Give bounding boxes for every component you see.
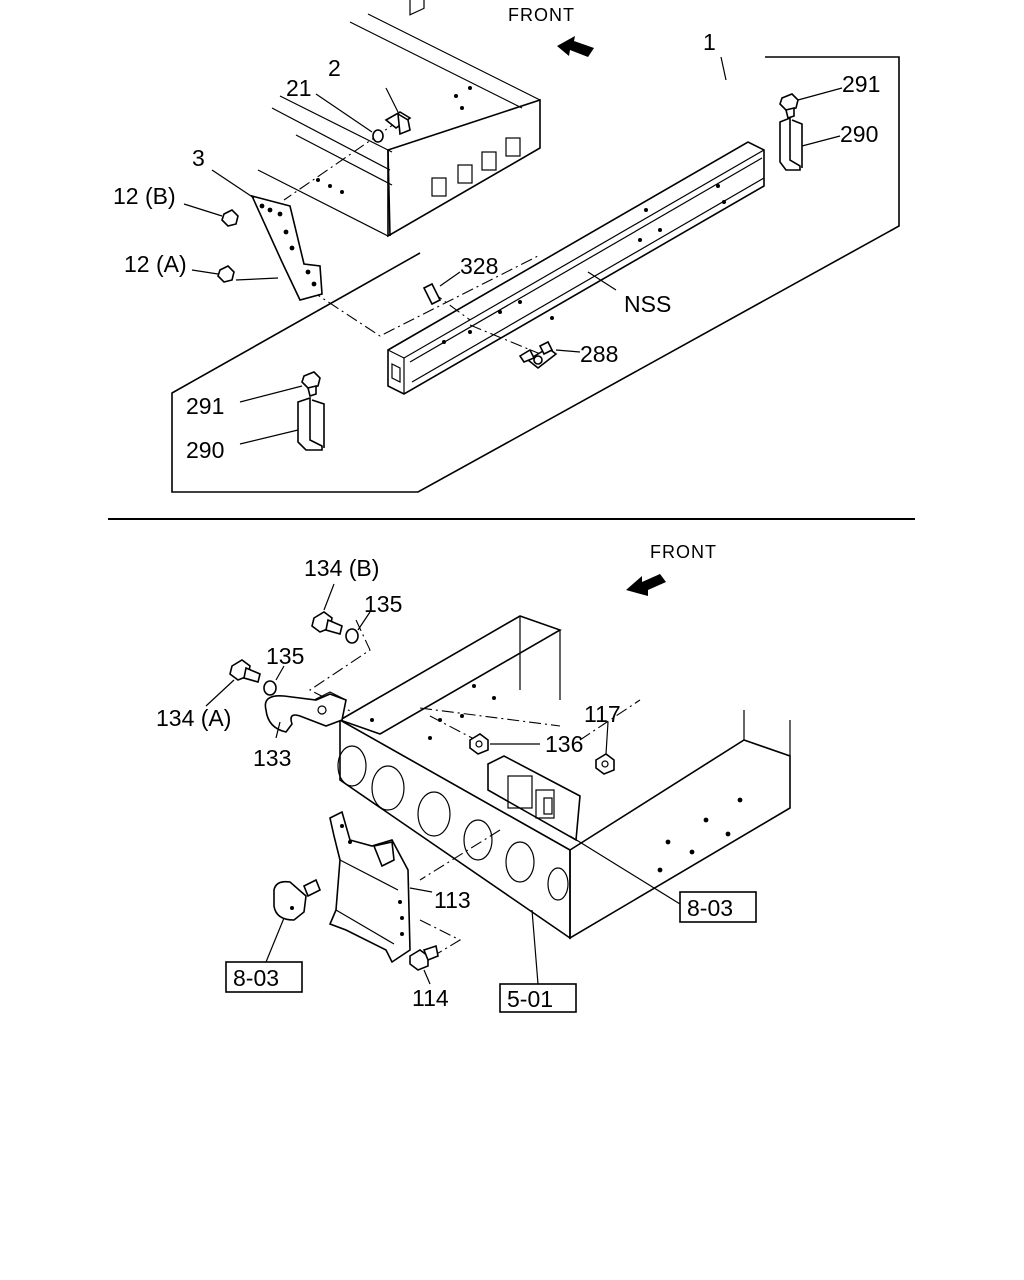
channel-member-nss bbox=[387, 141, 765, 395]
bolt-114 bbox=[409, 944, 439, 971]
bolt-288 bbox=[518, 340, 558, 370]
frame-rail-top bbox=[257, 0, 541, 238]
callout-136: 136 bbox=[545, 731, 583, 757]
callout-12a: 12 (A) bbox=[124, 251, 187, 277]
callout-290-left: 290 bbox=[186, 437, 224, 463]
callout-3: 3 bbox=[192, 145, 205, 171]
top-diagram: FRONT 1 bbox=[113, 0, 900, 493]
callout-133: 133 bbox=[253, 745, 291, 771]
callout-12b: 12 (B) bbox=[113, 183, 176, 209]
callout-290-right: 290 bbox=[840, 121, 878, 147]
callout-nss: NSS bbox=[624, 291, 671, 317]
callout-288: 288 bbox=[580, 341, 618, 367]
bottom-diagram: FRONT bbox=[156, 542, 791, 1013]
bolt-134a bbox=[229, 659, 261, 683]
nut-12b bbox=[221, 209, 239, 227]
callout-291-right: 291 bbox=[842, 71, 880, 97]
bolt-291-right bbox=[779, 93, 799, 120]
front-label-bottom: FRONT bbox=[650, 542, 717, 562]
ref-box-right bbox=[679, 891, 757, 923]
rail-bottom bbox=[569, 710, 791, 940]
pin-328 bbox=[422, 282, 442, 306]
callout-328: 328 bbox=[460, 253, 498, 279]
callout-134b: 134 (B) bbox=[304, 555, 379, 581]
assembly-outline bbox=[171, 56, 900, 493]
leader-1 bbox=[720, 56, 727, 81]
nut-12a bbox=[217, 265, 235, 283]
callout-114: 114 bbox=[412, 985, 449, 1011]
bracket-3 bbox=[250, 194, 323, 301]
ref-8-03-right: 8-03 bbox=[687, 895, 733, 921]
callout-135-a: 135 bbox=[266, 643, 304, 669]
nut-136 bbox=[469, 733, 489, 755]
bracket-113 bbox=[328, 810, 411, 964]
callout-1: 1 bbox=[703, 29, 716, 55]
front-arrow-icon bbox=[557, 36, 594, 57]
washer-21 bbox=[372, 129, 384, 143]
callout-113: 113 bbox=[434, 887, 471, 913]
front-label-top: FRONT bbox=[508, 5, 575, 25]
ref-5-01: 5-01 bbox=[507, 986, 553, 1012]
marker-lamp bbox=[273, 878, 322, 921]
callout-134a: 134 (A) bbox=[156, 705, 231, 731]
nut-117 bbox=[595, 753, 615, 775]
ref-box-left bbox=[225, 961, 303, 993]
bolt-134b bbox=[311, 611, 343, 635]
washer-135-b bbox=[345, 628, 359, 644]
front-arrow-icon bbox=[626, 574, 666, 596]
tow-hook-133 bbox=[264, 691, 347, 733]
callout-21: 21 bbox=[286, 75, 312, 101]
callout-2: 2 bbox=[328, 55, 341, 81]
lamp-assembly bbox=[487, 755, 581, 842]
callout-291-left: 291 bbox=[186, 393, 224, 419]
bolt-291-left bbox=[301, 371, 321, 398]
ref-box-frame bbox=[499, 983, 577, 1013]
callout-117: 117 bbox=[584, 701, 621, 727]
ref-8-03-left: 8-03 bbox=[233, 965, 279, 991]
washer-135-a bbox=[263, 680, 277, 696]
clip-290-left bbox=[297, 396, 325, 451]
clip-290-right bbox=[779, 116, 803, 171]
callout-135-b: 135 bbox=[364, 591, 402, 617]
bolt-2 bbox=[384, 111, 412, 136]
